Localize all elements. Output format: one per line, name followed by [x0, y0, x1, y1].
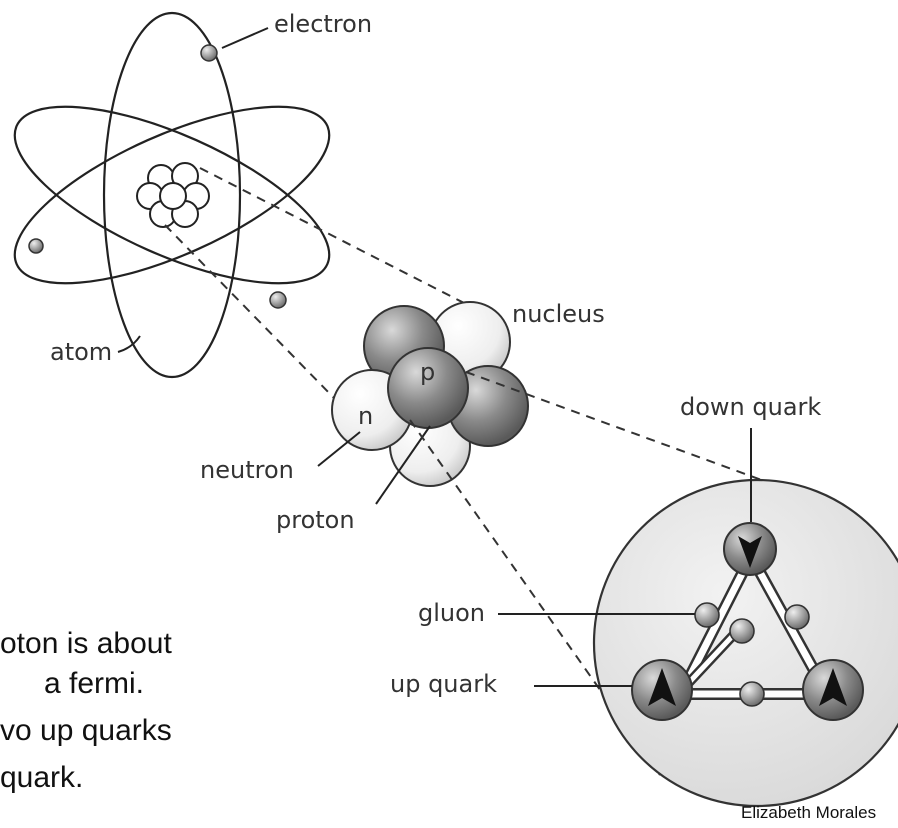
orbit-diagonal-b — [13, 105, 331, 285]
proton-label: proton — [276, 506, 355, 534]
zoom-line-atom-to-nucleus-lower — [164, 224, 337, 401]
gluon-ball — [784, 604, 810, 630]
electron-particle — [200, 44, 218, 62]
caption-line-3: vo up quarks — [0, 714, 172, 747]
caption-line-1: oton is about — [0, 627, 172, 660]
orbit-diagonal-a — [13, 105, 331, 285]
down-quark-label: down quark — [680, 393, 821, 421]
electron-label: electron — [274, 10, 372, 38]
electron-particle — [28, 238, 44, 254]
nucleus-label: nucleus — [512, 300, 605, 328]
gluon-ball — [729, 618, 755, 644]
atom-nucleus-small — [136, 162, 210, 228]
caption-line-2: a fermi. — [44, 667, 145, 700]
nucleus-cluster — [331, 301, 529, 487]
atom-model — [13, 11, 331, 379]
proton-symbol: p — [420, 358, 435, 386]
up-arrow-icon — [648, 668, 676, 706]
atom-leader-line — [117, 335, 141, 353]
neutron-symbol: n — [358, 402, 373, 430]
proton-leader-line — [375, 425, 431, 505]
caption-line-4: quark. — [0, 761, 84, 794]
zoom-line-atom-to-nucleus-upper — [199, 167, 469, 306]
neutron-label: neutron — [200, 456, 294, 484]
orbit-vertical — [102, 11, 242, 379]
zoom-line-proton-upper — [465, 371, 779, 487]
neutron-leader-line — [317, 431, 361, 467]
electron-leader-line — [221, 27, 269, 49]
down-arrow-icon — [738, 536, 762, 568]
up-quark-label: up quark — [390, 670, 497, 698]
gluon-ball — [739, 681, 765, 707]
gluon-ball — [694, 602, 720, 628]
gluon-label: gluon — [418, 599, 485, 627]
proton-quark-structure — [592, 478, 898, 808]
image-credit: Elizabeth Morales — [741, 803, 876, 822]
electron-particle — [269, 291, 287, 309]
zoom-line-proton-lower — [409, 419, 661, 776]
atom-label: atom — [50, 338, 112, 366]
up-arrow-icon — [819, 668, 847, 706]
